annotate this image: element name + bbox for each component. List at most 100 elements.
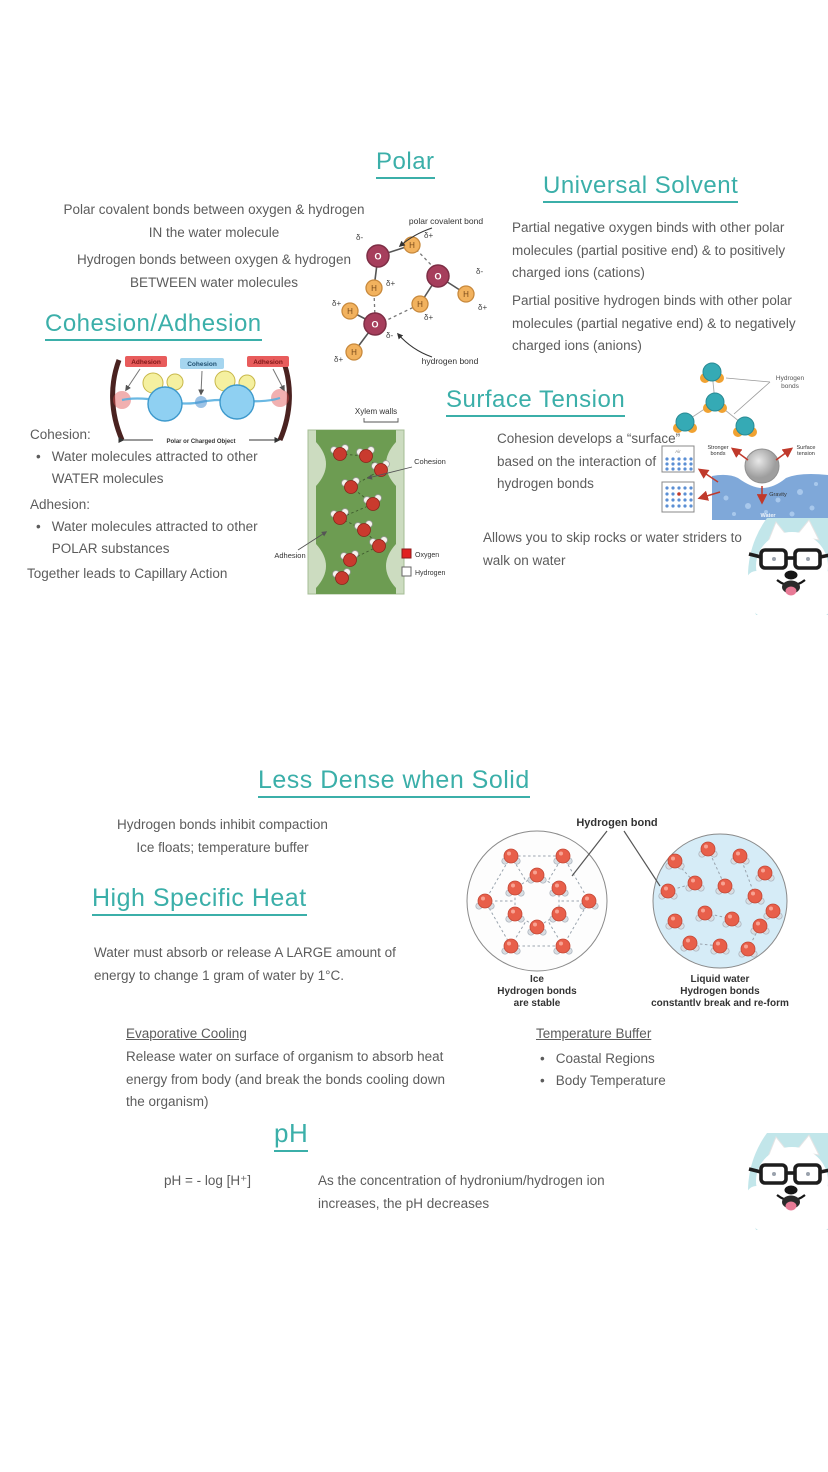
svg-text:δ-: δ- bbox=[476, 267, 483, 276]
svg-text:Stronger: Stronger bbox=[707, 445, 728, 451]
surface-tension-title: Surface Tension bbox=[446, 386, 626, 417]
rock-ball bbox=[744, 448, 780, 484]
covalent-bond-arrow bbox=[398, 227, 433, 247]
high-specific-heat-p1: Water must absorb or release A LARGE amo… bbox=[94, 945, 396, 983]
svg-text:δ+: δ+ bbox=[478, 303, 487, 312]
evaporative-cooling-title: Evaporative Cooling bbox=[126, 1026, 247, 1041]
svg-text:constantly break and re-form: constantly break and re-form bbox=[651, 998, 789, 1006]
water-body bbox=[712, 474, 828, 520]
capillary-footer: Together leads to Capillary Action bbox=[27, 566, 228, 581]
temperature-buffer-bullet-2: • Body Temperature bbox=[540, 1073, 666, 1088]
svg-text:δ+: δ+ bbox=[334, 355, 343, 364]
ph-note: As the concentration of hydronium/hydrog… bbox=[318, 1173, 605, 1211]
svg-text:tension: tension bbox=[797, 451, 815, 457]
svg-text:Water: Water bbox=[760, 513, 776, 519]
adhesion-heading: Adhesion: bbox=[30, 497, 91, 512]
svg-text:Adhesion: Adhesion bbox=[253, 359, 283, 366]
ph-formula: pH = - log [H⁺] bbox=[164, 1173, 252, 1188]
cohesion-adhesion-title: Cohesion/Adhesion bbox=[45, 310, 262, 341]
glasses-icon bbox=[748, 1163, 828, 1185]
svg-text:Surface: Surface bbox=[797, 445, 816, 451]
svg-text:δ+: δ+ bbox=[386, 279, 395, 288]
svg-text:Hydrogen bonds: Hydrogen bonds bbox=[680, 986, 760, 997]
dog-avatar-icon bbox=[744, 1133, 828, 1230]
svg-text:δ+: δ+ bbox=[332, 299, 341, 308]
polar-text-2: Hydrogen bonds between oxygen & hydrogen… bbox=[77, 252, 351, 290]
covalent-bond-label: polar covalent bond bbox=[409, 216, 483, 226]
svg-text:δ+: δ+ bbox=[424, 313, 433, 322]
xylem-adhesion-label: Adhesion bbox=[274, 551, 305, 560]
evaporative-cooling-body: Release water on surface of organism to … bbox=[126, 1049, 445, 1110]
legend-hydrogen-swatch bbox=[401, 566, 412, 577]
air-label: Air bbox=[675, 449, 681, 454]
xylem-channel bbox=[316, 430, 396, 594]
cohesion-glow bbox=[195, 396, 207, 408]
bullet-dot: • bbox=[36, 449, 41, 464]
svg-text:Cohesion: Cohesion bbox=[187, 361, 217, 368]
dog-avatar-icon bbox=[744, 518, 828, 615]
svg-text:Ice: Ice bbox=[530, 974, 544, 985]
adhesion-badge-left bbox=[125, 356, 167, 367]
ph-title: pH bbox=[274, 1118, 309, 1152]
dog-avatar bbox=[728, 1133, 828, 1230]
xylem-walls-label: Xylem walls bbox=[355, 407, 397, 416]
glasses-icon bbox=[748, 548, 828, 570]
axis-label: Polar or Charged Object bbox=[166, 439, 235, 445]
svg-text:δ+: δ+ bbox=[424, 231, 433, 240]
hydrogen-bond-cluster-diagram: Hydrogen bonds bbox=[672, 362, 805, 438]
water-molecule-left bbox=[147, 386, 183, 422]
hydrogen-bond-arrow bbox=[397, 332, 433, 358]
less-dense-text: Hydrogen bonds inhibit compaction Ice fl… bbox=[117, 817, 328, 855]
polar-title: Polar bbox=[376, 148, 435, 179]
cohesion-adhesion-diagram: Adhesion Cohesion Adhesion Polar or Char… bbox=[110, 356, 292, 445]
dog-eye-right bbox=[806, 557, 810, 561]
universal-solvent-p2: Partial positive hydrogen binds with oth… bbox=[512, 293, 796, 354]
polar-molecule-diagram: O H bbox=[332, 216, 487, 366]
rock-diagram-labels: Stronger bonds Surface tension Gravity W… bbox=[707, 445, 815, 519]
temperature-buffer-bullet-1: • Coastal Regions bbox=[540, 1051, 655, 1066]
svg-text:are stable: are stable bbox=[514, 998, 561, 1006]
svg-text:δ-: δ- bbox=[356, 233, 363, 242]
cluster-label-line1: Hydrogen bbox=[776, 375, 805, 382]
lattice-dots-2 bbox=[665, 486, 693, 508]
polar-text-1: Polar covalent bonds between oxygen & hy… bbox=[63, 202, 365, 240]
universal-solvent-title: Universal Solvent bbox=[543, 172, 739, 203]
dog-chest-fluff bbox=[749, 578, 828, 615]
cluster-label-line2: bonds bbox=[781, 383, 799, 390]
left-wall bbox=[110, 359, 125, 441]
svg-text:Liquid water: Liquid water bbox=[691, 974, 750, 985]
ice-circle bbox=[466, 830, 608, 972]
surface-tension-p2: Allows you to skip rocks or water stride… bbox=[483, 530, 742, 568]
force-arrows bbox=[697, 447, 794, 505]
water-molecule-right bbox=[219, 384, 255, 420]
ice-liquid-diagram: Hydrogen bond Ice Hydrogen bonds are sta… bbox=[466, 817, 789, 1006]
cohesion-heading: Cohesion: bbox=[30, 427, 91, 442]
legend-hydrogen-label: Hydrogen bbox=[415, 570, 445, 577]
dog-eye-left bbox=[772, 557, 776, 561]
right-wall bbox=[277, 359, 292, 441]
xylem-diagram: Xylem walls Cohesion Adhesion Oxygen Hyd… bbox=[274, 407, 446, 595]
lattice-dots-1 bbox=[665, 457, 693, 471]
hydrogen-bonds-dashed bbox=[373, 244, 437, 323]
less-dense-title: Less Dense when Solid bbox=[258, 766, 530, 798]
svg-text:Adhesion: Adhesion bbox=[131, 359, 161, 366]
temperature-buffer-title: Temperature Buffer bbox=[536, 1026, 652, 1041]
xylem-bracket bbox=[363, 418, 399, 423]
svg-text:Hydrogen bonds: Hydrogen bonds bbox=[497, 986, 577, 997]
svg-text:Gravity: Gravity bbox=[769, 492, 787, 498]
water-speckles bbox=[723, 482, 818, 517]
hydrogen-bond-label: hydrogen bond bbox=[422, 356, 479, 366]
surface-tension-rock-diagram: Air Stronger bonds Surface tension Gravi… bbox=[661, 445, 828, 520]
surface-tension-p1: Cohesion develops a “surface” based on t… bbox=[497, 431, 681, 492]
legend-oxygen-swatch bbox=[401, 548, 412, 559]
xylem-cohesion-label: Cohesion bbox=[414, 457, 446, 466]
diagram-captions: Ice Hydrogen bonds are stable Liquid wat… bbox=[497, 974, 789, 1006]
legend-oxygen-label: Oxygen bbox=[415, 552, 439, 559]
cohesion-bullet: • Water molecules attracted to other WAT… bbox=[36, 446, 288, 489]
dog-tongue bbox=[785, 586, 797, 596]
delta-labels: δ- δ+ δ+ δ- δ+ δ+ δ- δ+ δ+ bbox=[332, 231, 487, 364]
dog-avatar bbox=[728, 518, 828, 615]
dog-nose bbox=[784, 570, 798, 580]
high-specific-heat-title: High Specific Heat bbox=[92, 884, 307, 916]
